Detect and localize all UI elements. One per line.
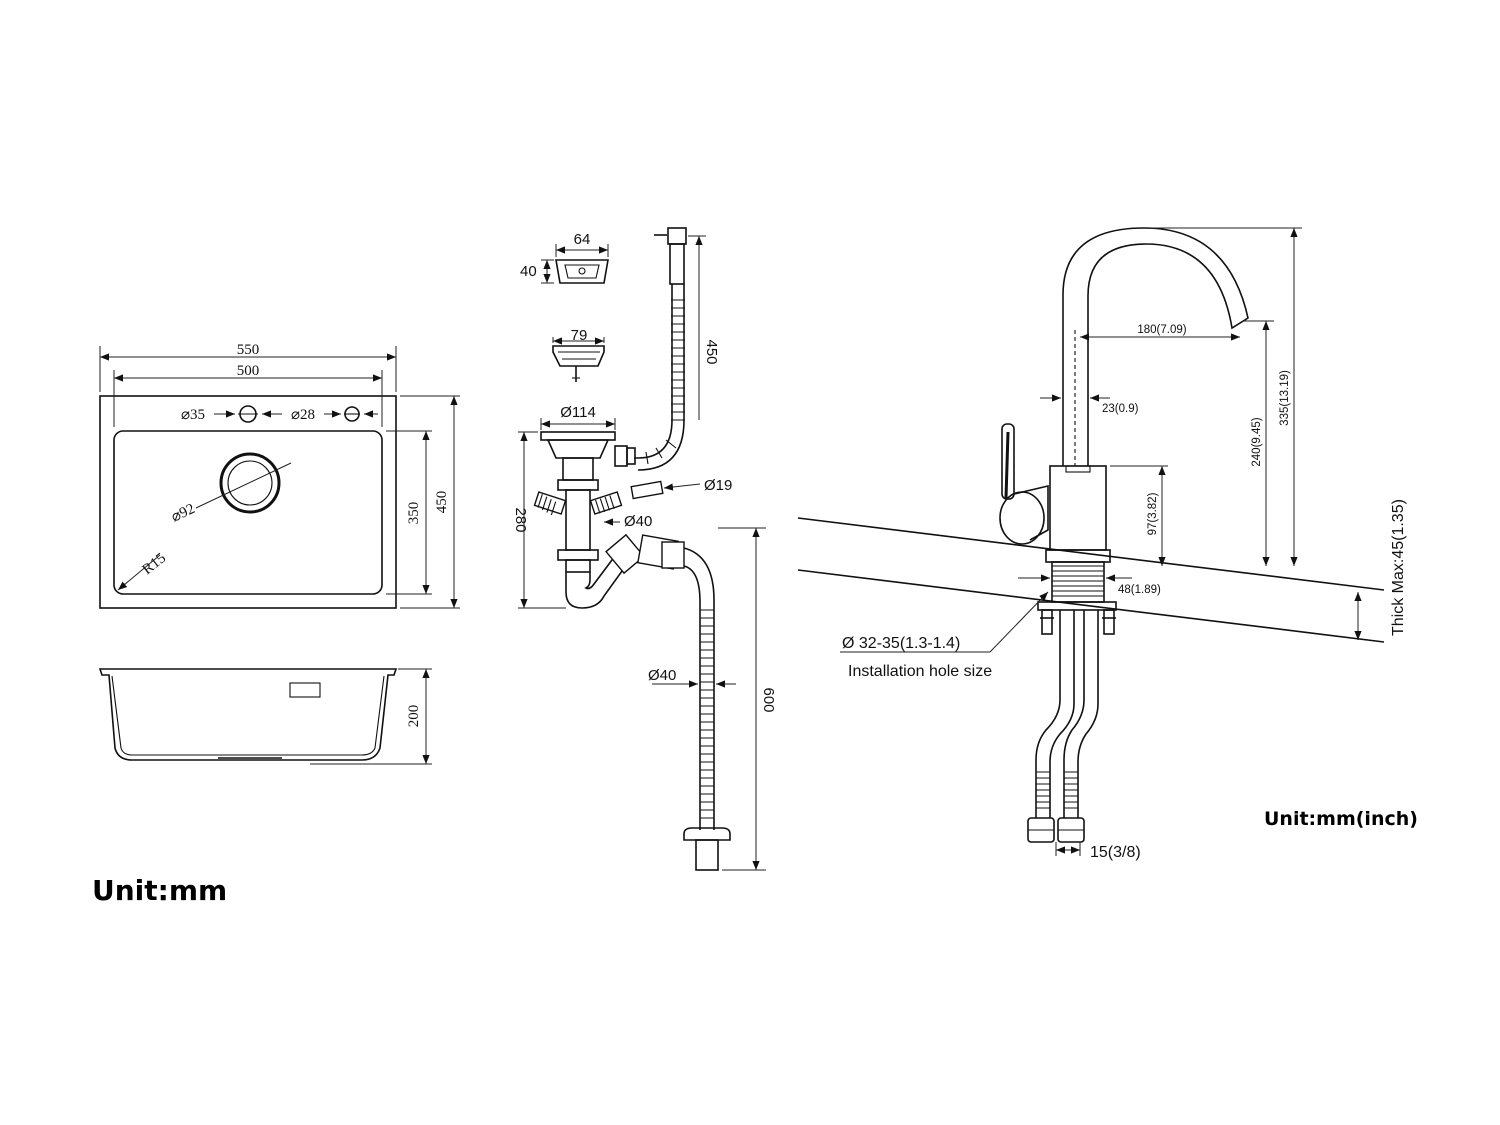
drain-assembly: Ø114 Ø19 Ø40 2	[512, 404, 732, 609]
hose-length-top-label: 450	[703, 339, 720, 364]
flange-diameter-label: Ø114	[560, 404, 596, 421]
hose-diameter-label: Ø40	[648, 667, 676, 684]
outlet-diameter-label: Ø40	[624, 513, 652, 530]
supply-hose-left	[1035, 610, 1075, 818]
hole-size-caption: Installation hole size	[848, 663, 992, 680]
strainer-basket: 79	[552, 327, 605, 382]
sink-top-view: ⌀35 ⌀28 ⌀92 R15 550 500 350 450	[99, 342, 460, 609]
hose-length-bottom-label: 600	[760, 687, 777, 712]
overflow-width-label: 64	[574, 231, 591, 248]
hole-b-label: ⌀28	[291, 407, 315, 423]
sink-height-label: 200	[406, 705, 422, 728]
countertop-top-edge	[797, 517, 1385, 591]
overflow-slot	[289, 682, 321, 698]
unit-label-left: Unit:mm	[92, 874, 227, 907]
overflow-height-label: 40	[520, 263, 537, 280]
body-height-label: 97(3.82)	[1147, 492, 1159, 535]
total-height-label: 335(13.19)	[1279, 370, 1291, 426]
supply-hose-right	[1063, 610, 1099, 818]
hole-size-label: Ø 32-35(1.3-1.4)	[842, 635, 960, 652]
drain-diameter-label: ⌀92	[169, 501, 198, 526]
inner-width-label: 500	[237, 363, 260, 379]
spout-height-label: 240(9.45)	[1251, 417, 1263, 466]
reach-label: 180(7.09)	[1137, 324, 1186, 336]
thread-label: 15(3/8)	[1090, 844, 1141, 861]
spout	[1062, 227, 1249, 466]
deck-thickness-label: Thick Max:45(1.35)	[1390, 499, 1407, 636]
strainer-diameter-label: 79	[571, 327, 588, 344]
unit-label-right: Unit:mm(inch)	[1264, 808, 1418, 830]
spout-thickness-label: 23(0.9)	[1102, 403, 1139, 415]
drain-kit: 64 40 79 Ø114	[512, 227, 777, 871]
drain-hose: Ø40 600	[605, 527, 777, 871]
drain-hole	[219, 452, 281, 514]
sink-side-view: 200	[98, 668, 432, 765]
radius-label: R15	[140, 550, 170, 578]
trap-height-label: 280	[512, 507, 529, 532]
base-diameter-label: 48(1.89)	[1118, 584, 1161, 596]
overflow-hose: 450	[634, 227, 720, 471]
overall-depth-label: 450	[434, 491, 450, 514]
countertop-bottom-edge	[797, 569, 1385, 643]
hole-a-label: ⌀35	[181, 407, 205, 423]
overflow-cover: 64 40	[520, 231, 609, 284]
inner-depth-label: 350	[406, 502, 422, 525]
faucet-body	[1049, 465, 1107, 551]
overflow-pipe-label: Ø19	[704, 477, 732, 494]
overall-width-label: 550	[237, 342, 260, 358]
faucet-drawing: 180(7.09) 23(0.9) 97(3.82) 240(9.45) 335…	[797, 227, 1407, 861]
